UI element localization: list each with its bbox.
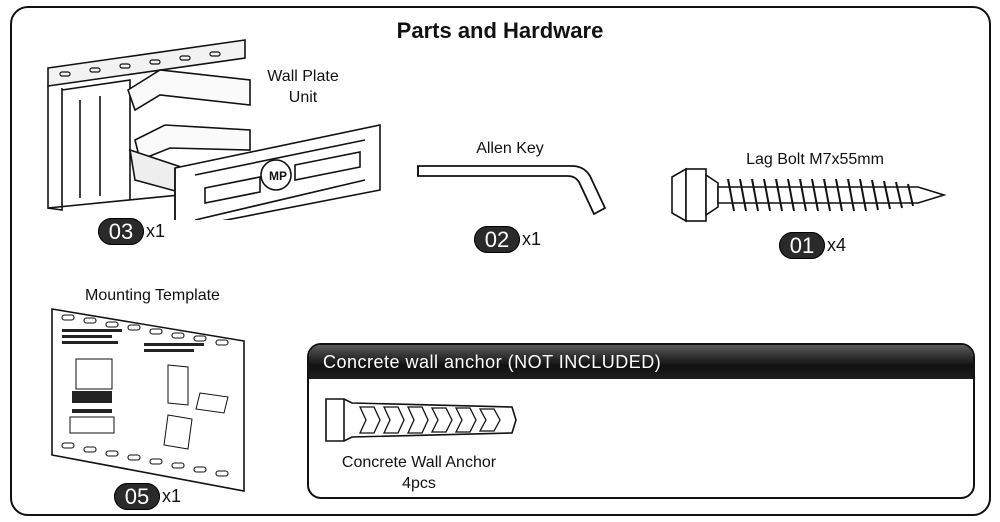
part-quantity: x1 xyxy=(146,221,166,241)
part-quantity: x1 xyxy=(522,229,542,249)
wall-plate-label: Wall Plate Unit xyxy=(248,66,358,108)
wall-plate-logo: MP xyxy=(269,169,287,183)
allen-key-callout: 02 x1 xyxy=(474,226,541,253)
concrete-anchor-qty: 4pcs xyxy=(402,475,436,492)
page-title: Parts and Hardware xyxy=(396,18,604,43)
part-number-badge: 02 xyxy=(474,226,520,253)
lag-bolt-label: Lag Bolt M7x55mm xyxy=(746,151,884,168)
part-number-badge: 05 xyxy=(114,483,160,510)
part-number-badge: 03 xyxy=(98,218,144,245)
part-number-badge: 01 xyxy=(779,232,825,259)
part-quantity: x1 xyxy=(162,486,182,506)
part-quantity: x4 xyxy=(827,235,847,255)
concrete-anchor-name: Concrete Wall Anchor xyxy=(341,454,497,471)
allen-key-illustration xyxy=(417,165,607,216)
mounting-template-label: Mounting Template xyxy=(85,287,220,304)
lag-bolt-illustration xyxy=(671,167,947,223)
concrete-anchor-header: Concrete wall anchor (NOT INCLUDED) xyxy=(309,345,973,379)
wall-plate-label-line2: Unit xyxy=(288,89,318,106)
wall-plate-label-line1: Wall Plate xyxy=(267,68,339,85)
lag-bolt-callout: 01 x4 xyxy=(779,232,846,259)
wall-plate-illustration: MP xyxy=(47,39,381,220)
wall-plate-callout: 03 x1 xyxy=(98,218,165,245)
concrete-anchor-illustration xyxy=(325,398,517,442)
allen-key-label: Allen Key xyxy=(476,140,544,157)
concrete-anchor-section: Concrete wall anchor (NOT INCLUDED) xyxy=(307,343,975,499)
mounting-template-callout: 05 x1 xyxy=(114,483,181,510)
page-frame xyxy=(10,6,991,516)
concrete-anchor-label: Concrete Wall Anchor 4pcs xyxy=(326,452,512,494)
mounting-template-illustration xyxy=(51,308,245,492)
